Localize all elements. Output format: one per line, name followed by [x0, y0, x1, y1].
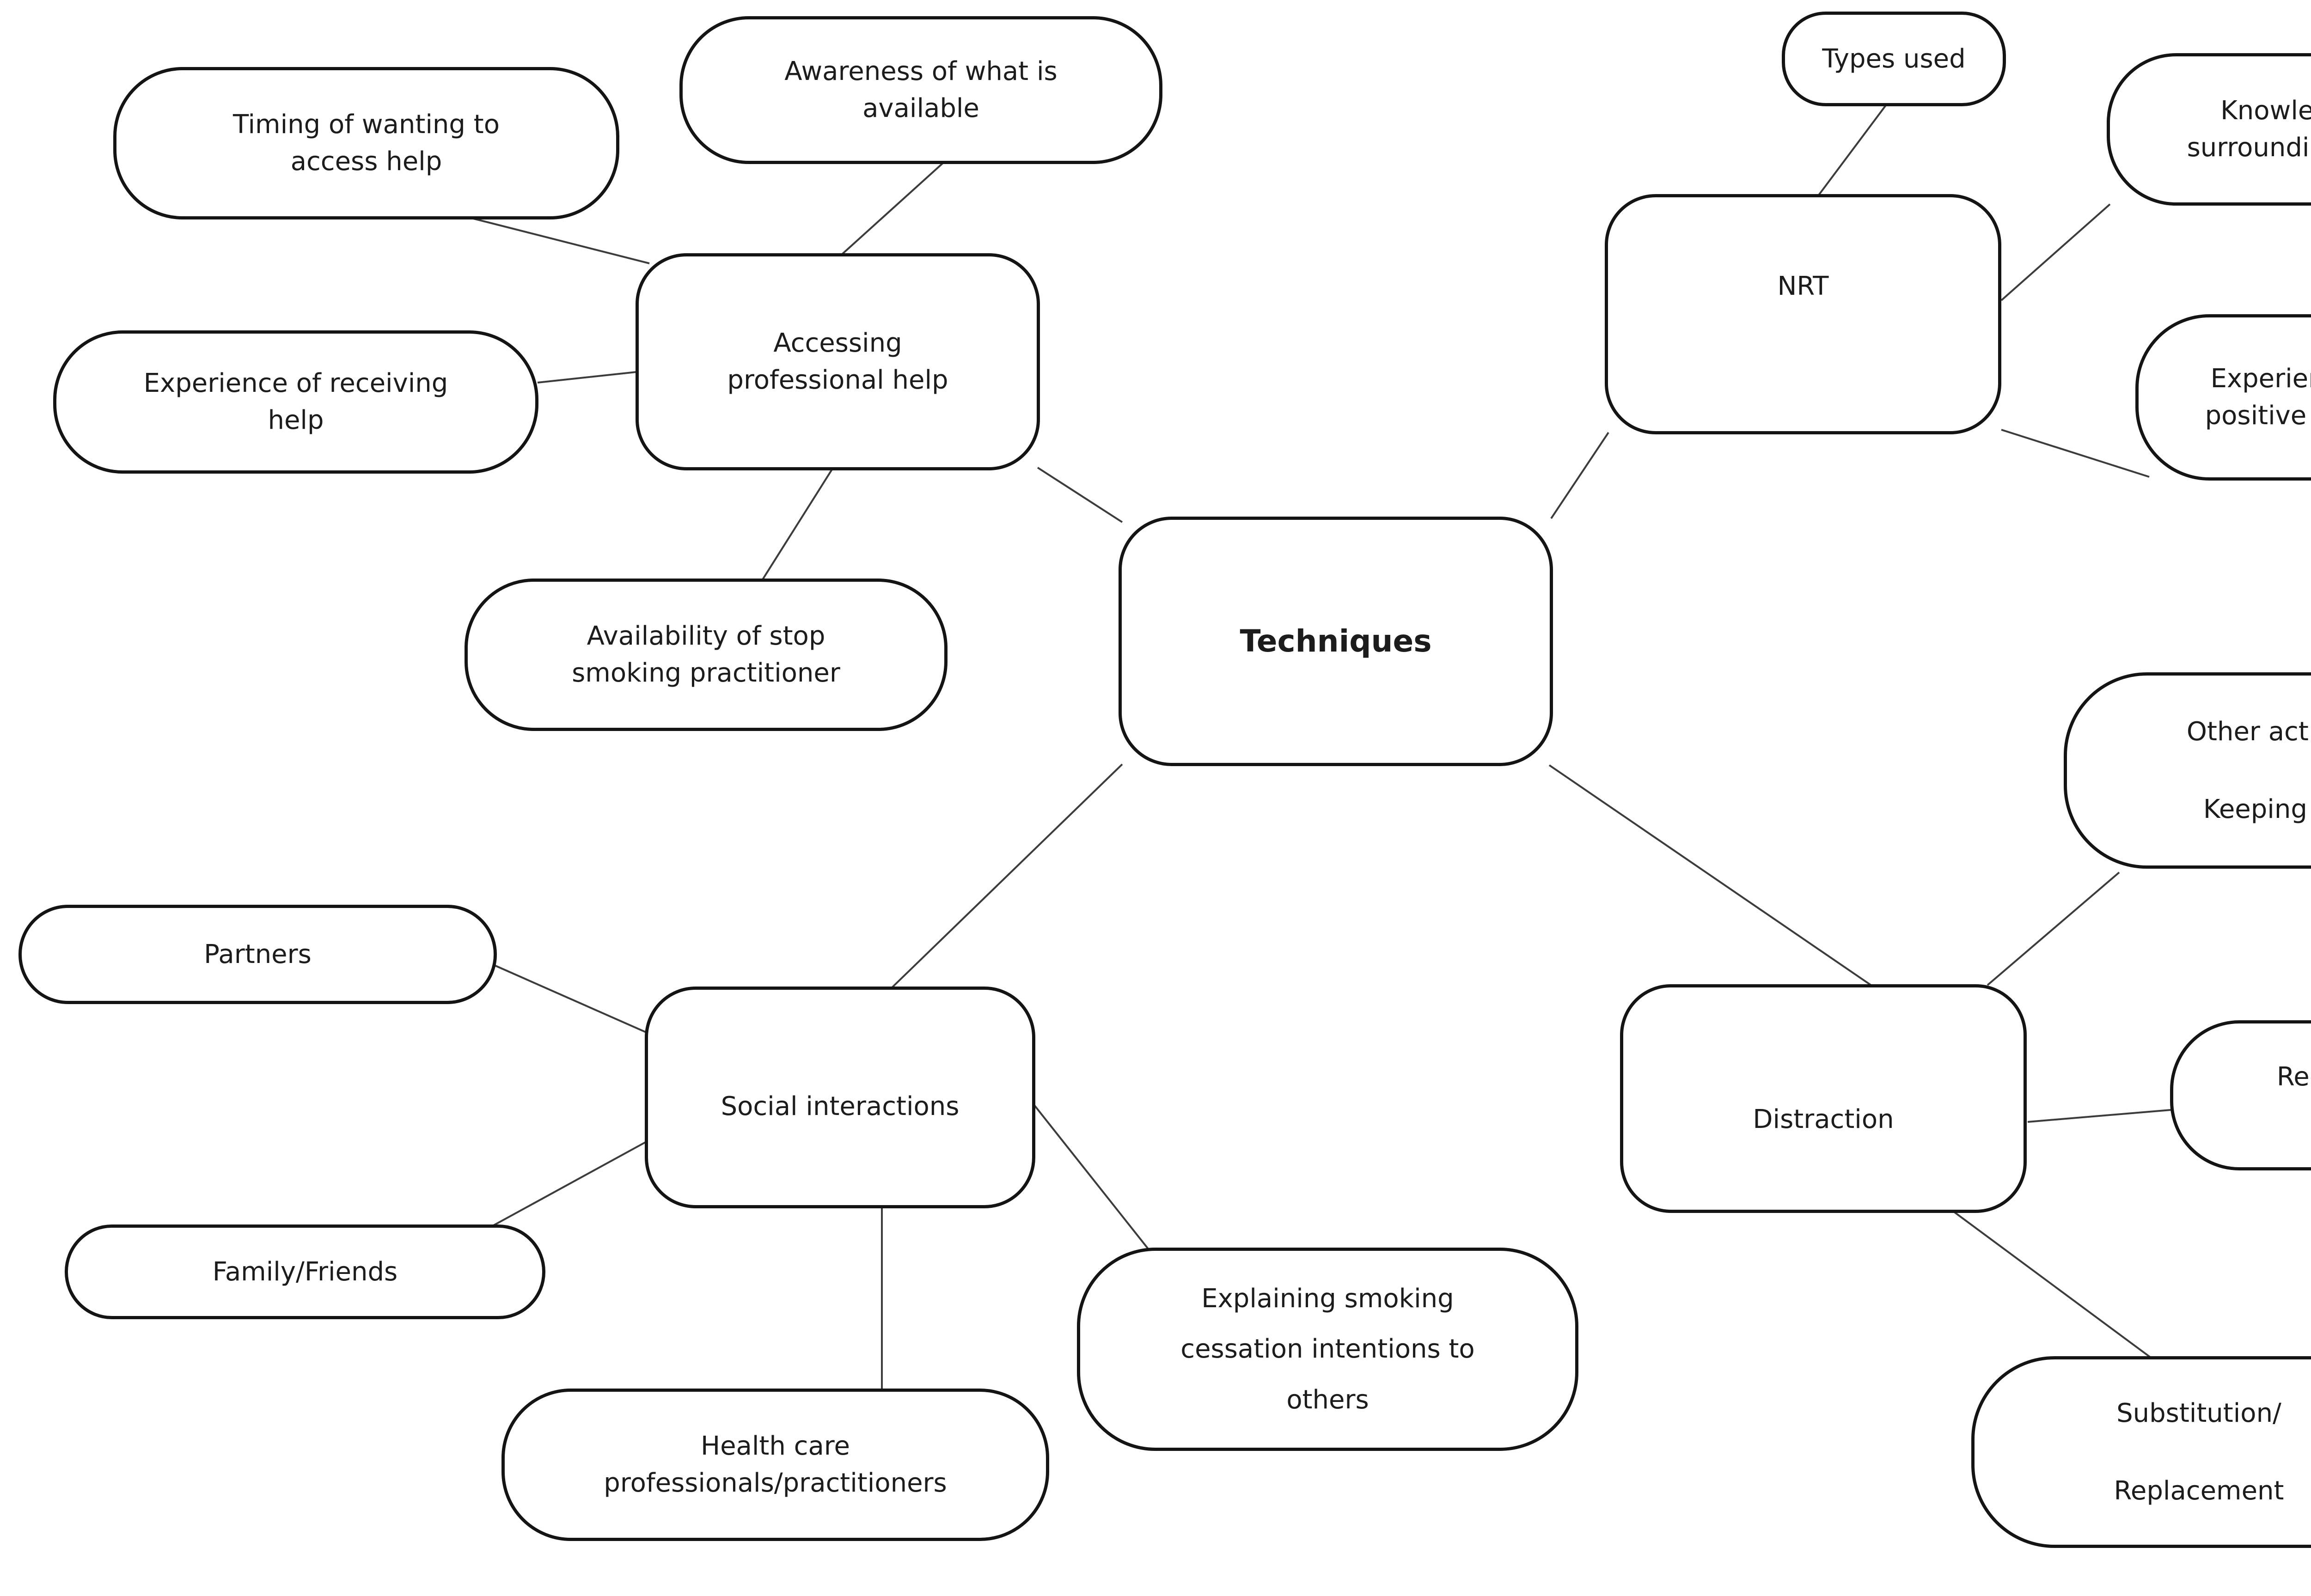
node-social-interactions: Social interactions [645, 987, 1035, 1208]
node-availability-of-stop-smoking-practitioner: Availability of stop smoking practitione… [465, 579, 948, 731]
edge-experience-receiving-accessing [537, 371, 637, 384]
edge-accessing-availability [762, 469, 833, 580]
node-explaining-label: Explaining smoking cessation intentions … [1180, 1284, 1475, 1415]
node-knowledge-surrounding-use: Knowledge surrounding use [2107, 53, 2311, 206]
node-knowledge-label: Knowledge surrounding use [2187, 96, 2311, 163]
edge-partners-social [495, 965, 648, 1034]
node-awareness-label: Awareness of what is available [784, 56, 1058, 123]
node-timing-of-wanting-to-access-help: Timing of wanting to access help [113, 67, 619, 219]
edge-distraction-substitution [1953, 1211, 2151, 1358]
edge-timing-accessing [471, 217, 650, 264]
edge-awareness-accessing [841, 162, 944, 255]
node-partners-label: Partners [204, 939, 312, 969]
node-nrt-label: NRT [1777, 271, 1829, 302]
node-distraction: Distraction [1620, 984, 2027, 1213]
node-other-activities-label: Other activities/ Keeping busy [2186, 716, 2311, 824]
node-substitution-replacement: Substitution/ Replacement [1971, 1356, 2311, 1548]
node-experience-of-receiving-help: Experience of receiving help [53, 330, 538, 474]
node-explaining-smoking-cessation-intentions: Explaining smoking cessation intentions … [1077, 1248, 1578, 1451]
edge-techniques-distraction [1548, 764, 1872, 986]
node-awareness-of-what-is-available: Awareness of what is available [679, 16, 1162, 164]
node-partners: Partners [18, 905, 497, 1004]
node-types-used-label: Types used [1822, 43, 1966, 74]
edge-social-explaining [1033, 1104, 1166, 1271]
node-experience-receiving-label: Experience of receiving help [143, 368, 448, 435]
edge-social-family [490, 1140, 648, 1228]
node-health-care-professionals-practitioners: Health care professionals/practitioners [501, 1389, 1049, 1541]
node-substitution-label: Substitution/ Replacement [2114, 1398, 2284, 1506]
node-types-used: Types used [1782, 12, 2006, 106]
edge-distraction-otheractivities [1987, 871, 2120, 986]
edge-nrt-knowledge [2000, 203, 2111, 301]
node-reduced-access-to-cigarettes: Reduced access to cigarettes [2170, 1020, 2311, 1170]
node-techniques: Techniques [1119, 517, 1553, 766]
node-nrt: NRT [1605, 194, 2001, 434]
node-distraction-label: Distraction [1753, 1104, 1894, 1134]
node-family-friends: Family/Friends [65, 1224, 545, 1319]
node-other-activities-keeping-busy: Other activities/ Keeping busy [2064, 672, 2311, 869]
edge-distraction-reducedaccess [2027, 1109, 2171, 1123]
node-healthcare-label: Health care professionals/practitioners [604, 1431, 947, 1498]
node-family-friends-label: Family/Friends [212, 1256, 398, 1287]
node-reduced-access-label: Reduced access to cigarettes [2276, 1061, 2311, 1092]
node-social-interactions-label: Social interactions [721, 1091, 960, 1122]
edge-nrt-experienceuse [2001, 429, 2150, 478]
node-techniques-label: Techniques [1240, 623, 1432, 659]
node-availability-label: Availability of stop smoking practitione… [572, 621, 840, 688]
node-accessing-professional-help-label: Accessing professional help [727, 328, 948, 395]
node-timing-label: Timing of wanting to access help [233, 110, 500, 177]
edge-typesused-nrt [1818, 104, 1887, 196]
node-experience-use-label: Experience of use/ positive & negative [2205, 364, 2311, 431]
edge-techniques-nrt [1550, 432, 1609, 519]
edge-techniques-social [891, 763, 1123, 988]
node-experience-of-use-positive-negative: Experience of use/ positive & negative [2135, 314, 2311, 481]
node-accessing-professional-help: Accessing professional help [636, 253, 1040, 470]
edge-accessing-techniques [1037, 467, 1123, 523]
